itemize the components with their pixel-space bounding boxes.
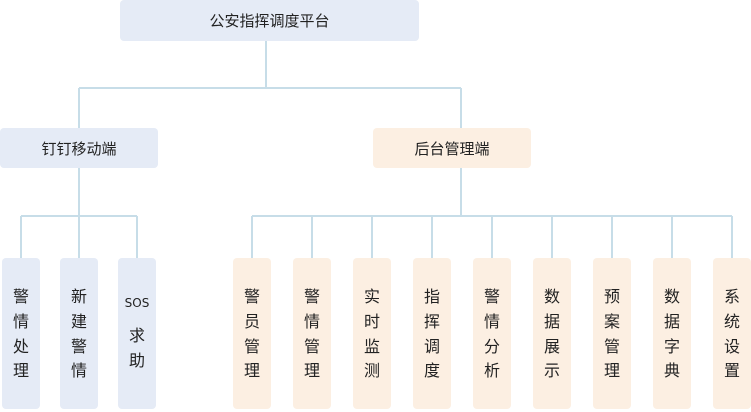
leaf-admin-5: 警 情 分 析 bbox=[473, 258, 511, 409]
leaf-mobile-1: 警 情 处 理 bbox=[2, 258, 40, 409]
leaf-label: 警 情 处 理 bbox=[12, 286, 29, 381]
leaf-label: 警 员 管 理 bbox=[243, 286, 260, 381]
leaf-label: 新 建 警 情 bbox=[70, 286, 87, 381]
leaf-label: 实 时 监 测 bbox=[363, 286, 380, 381]
leaf-admin-7: 预 案 管 理 bbox=[593, 258, 631, 409]
leaf-admin-4: 指 挥 调 度 bbox=[413, 258, 451, 409]
leaf-admin-3: 实 时 监 测 bbox=[353, 258, 391, 409]
branch-mobile-label: 钉钉移动端 bbox=[41, 139, 117, 158]
leaf-admin-9: 系 统 设 置 bbox=[713, 258, 751, 409]
root-label: 公安指挥调度平台 bbox=[209, 12, 330, 30]
leaf-admin-6: 数 据 展 示 bbox=[533, 258, 571, 409]
leaf-mobile-2: 新 建 警 情 bbox=[60, 258, 98, 409]
leaf-admin-2: 警 情 管 理 bbox=[293, 258, 331, 409]
leaf-label: 警 情 管 理 bbox=[303, 286, 320, 381]
branch-admin-label: 后台管理端 bbox=[414, 139, 490, 158]
leaf-label: 警 情 分 析 bbox=[483, 286, 500, 381]
leaf-admin-1: 警 员 管 理 bbox=[233, 258, 271, 409]
leaf-label: 指 挥 调 度 bbox=[423, 286, 440, 381]
leaf-label: 系 统 设 置 bbox=[723, 286, 740, 381]
leaf-label: 数 据 字 典 bbox=[663, 286, 680, 381]
branch-admin: 后台管理端 bbox=[373, 128, 531, 168]
leaf-admin-8: 数 据 字 典 bbox=[653, 258, 691, 409]
root-node: 公安指挥调度平台 bbox=[120, 0, 419, 41]
leaf-label: 预 案 管 理 bbox=[603, 286, 620, 381]
branch-mobile: 钉钉移动端 bbox=[0, 128, 158, 168]
leaf-label: 数 据 展 示 bbox=[543, 286, 560, 381]
